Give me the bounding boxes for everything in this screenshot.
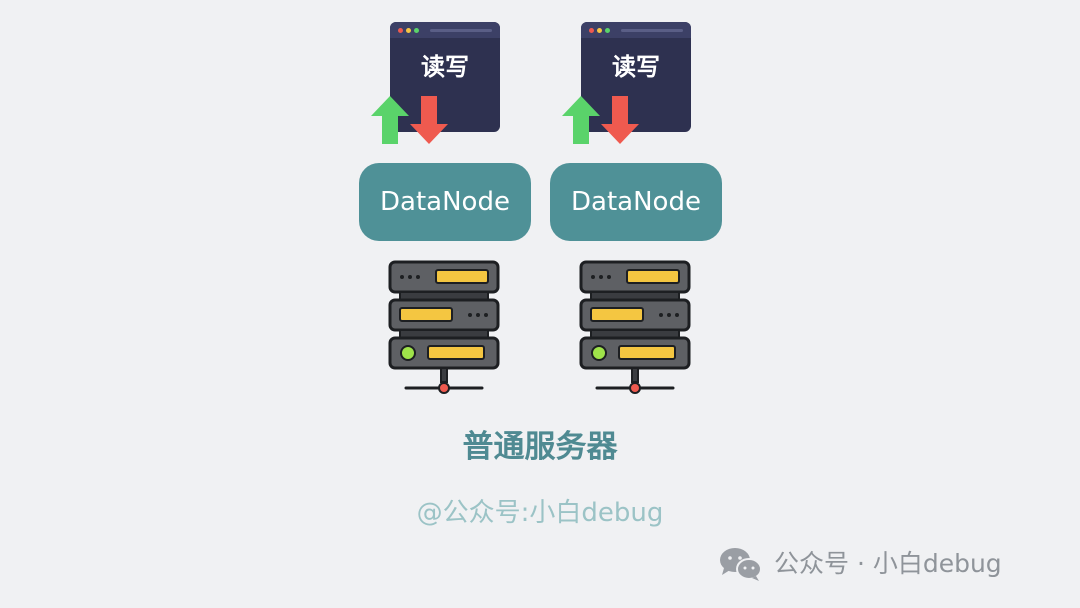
- read-write-label: 读写: [421, 53, 469, 81]
- browser-window-icon: 读写: [581, 22, 691, 132]
- browser-window-icon: 读写: [390, 22, 500, 132]
- window-address-bar: [621, 29, 683, 32]
- window-address-bar: [430, 29, 492, 32]
- window-dot-yellow: [406, 28, 411, 33]
- datanode-box: DataNode: [550, 163, 722, 241]
- author-credit: @公众号:小白debug: [416, 498, 664, 528]
- read-write-label: 读写: [612, 53, 660, 81]
- diagram-caption: 普通服务器: [462, 429, 618, 465]
- window-dot-green: [414, 28, 419, 33]
- datanode-box: DataNode: [359, 163, 531, 241]
- down-arrow-icon: [410, 96, 448, 144]
- read-write-arrows: [562, 96, 639, 144]
- watermark-text: 公众号 · 小白debug: [774, 549, 1002, 578]
- server-rack-icon: [579, 260, 691, 394]
- up-arrow-icon: [371, 96, 409, 144]
- wechat-icon: [720, 548, 762, 581]
- up-arrow-icon: [562, 96, 600, 144]
- window-dot-yellow: [597, 28, 602, 33]
- wechat-watermark: 公众号 · 小白debug: [718, 544, 1002, 584]
- window-title-bar: [390, 22, 500, 38]
- down-arrow-icon: [601, 96, 639, 144]
- read-write-arrows: [371, 96, 448, 144]
- window-dot-green: [605, 28, 610, 33]
- window-title-bar: [581, 22, 691, 38]
- server-rack-icon: [388, 260, 500, 394]
- window-dot-red: [589, 28, 594, 33]
- window-dot-red: [398, 28, 403, 33]
